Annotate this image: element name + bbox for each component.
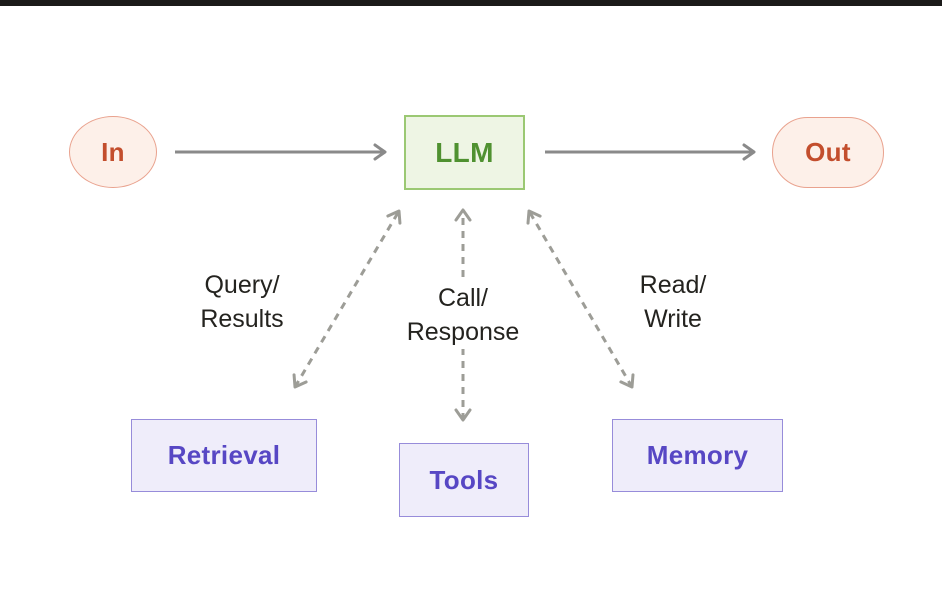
node-in: In [69, 116, 157, 188]
node-tools: Tools [399, 443, 529, 517]
llm-memory-dashed-arrow [526, 209, 635, 389]
node-out: Out [772, 117, 884, 188]
edge-label-line: Call/ [373, 281, 553, 315]
edge-label-line: Read/ [639, 271, 707, 299]
node-retrieval-label: Retrieval [167, 440, 281, 470]
edge-label-call-response: Call/ Response [373, 281, 553, 349]
edge-label-read-write: Read/ Write [583, 268, 763, 336]
node-in-label: In [101, 136, 125, 167]
edge-label-line: Write [644, 305, 702, 333]
edge-label-query-results: Query/ Results [152, 268, 332, 336]
llm-retrieval-dashed-arrow [292, 209, 402, 389]
node-llm: LLM [404, 115, 525, 190]
edge-label-line: Results [200, 305, 284, 333]
node-out-label: Out [805, 137, 851, 167]
node-memory-label: Memory [646, 440, 749, 470]
node-llm-label: LLM [435, 136, 494, 168]
node-tools-label: Tools [429, 464, 499, 495]
edge-label-line: Response [373, 315, 553, 349]
node-memory: Memory [612, 419, 783, 492]
top-letterbox-bar [0, 0, 942, 6]
node-retrieval: Retrieval [131, 419, 317, 492]
edge-label-line: Query/ [204, 271, 280, 299]
